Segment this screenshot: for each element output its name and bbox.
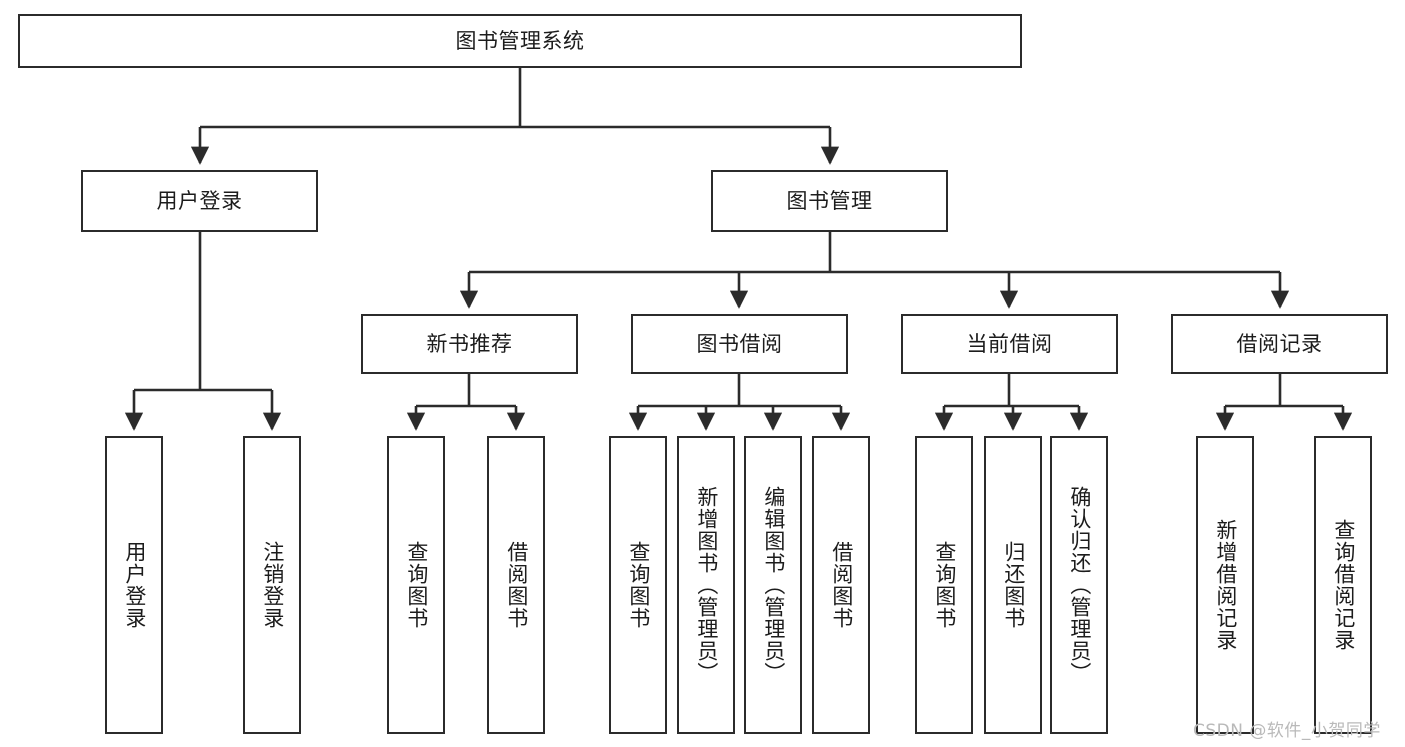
node-user-login[interactable]: 用户登录 — [81, 170, 318, 232]
watermark: CSDN @软件_小贺同学 — [1193, 721, 1381, 741]
node-current-borrow[interactable]: 当前借阅 — [901, 314, 1118, 374]
node-book-borrow-label: 图书借阅 — [696, 331, 783, 356]
node-leaf-query-book-recommend[interactable]: 查询图书 — [387, 436, 445, 734]
node-root[interactable]: 图书管理系统 — [18, 14, 1022, 68]
node-leaf-logout[interactable]: 注销登录 — [243, 436, 301, 734]
node-borrow-record-label: 借阅记录 — [1236, 331, 1323, 356]
node-leaf-borrow-book-recommend[interactable]: 借阅图书 — [487, 436, 545, 734]
node-leaf-query-book-current-label: 查询图书 — [932, 541, 957, 629]
node-new-book-recommend-label: 新书推荐 — [426, 331, 513, 356]
node-leaf-user-login[interactable]: 用户登录 — [105, 436, 163, 734]
node-new-book-recommend[interactable]: 新书推荐 — [361, 314, 578, 374]
node-leaf-edit-book-label: 编辑图书（管理员） — [761, 486, 786, 684]
node-leaf-query-book-current[interactable]: 查询图书 — [915, 436, 973, 734]
node-current-borrow-label: 当前借阅 — [966, 331, 1053, 356]
node-leaf-return-book-label: 归还图书 — [1001, 541, 1026, 629]
node-leaf-query-book-borrow-label: 查询图书 — [626, 541, 651, 629]
node-leaf-logout-label: 注销登录 — [260, 541, 285, 629]
node-leaf-query-book-recommend-label: 查询图书 — [404, 541, 429, 629]
node-leaf-borrow-book-recommend-label: 借阅图书 — [504, 541, 529, 629]
node-leaf-add-book-label: 新增图书（管理员） — [694, 486, 719, 684]
node-leaf-return-book[interactable]: 归还图书 — [984, 436, 1042, 734]
node-book-manage[interactable]: 图书管理 — [711, 170, 948, 232]
node-leaf-confirm-return-label: 确认归还（管理员） — [1067, 486, 1092, 684]
node-borrow-record[interactable]: 借阅记录 — [1171, 314, 1388, 374]
node-leaf-confirm-return[interactable]: 确认归还（管理员） — [1050, 436, 1108, 734]
node-leaf-add-borrow-record[interactable]: 新增借阅记录 — [1196, 436, 1254, 734]
node-book-manage-label: 图书管理 — [786, 188, 873, 213]
node-leaf-borrow-book-label: 借阅图书 — [829, 541, 854, 629]
node-user-login-label: 用户登录 — [156, 188, 243, 213]
node-leaf-borrow-book[interactable]: 借阅图书 — [812, 436, 870, 734]
node-leaf-query-book-borrow[interactable]: 查询图书 — [609, 436, 667, 734]
node-leaf-user-login-label: 用户登录 — [122, 541, 147, 629]
node-leaf-add-borrow-record-label: 新增借阅记录 — [1213, 519, 1238, 651]
node-leaf-edit-book[interactable]: 编辑图书（管理员） — [744, 436, 802, 734]
node-leaf-add-book[interactable]: 新增图书（管理员） — [677, 436, 735, 734]
node-root-label: 图书管理系统 — [455, 28, 585, 53]
node-leaf-query-borrow-record[interactable]: 查询借阅记录 — [1314, 436, 1372, 734]
node-book-borrow[interactable]: 图书借阅 — [631, 314, 848, 374]
node-leaf-query-borrow-record-label: 查询借阅记录 — [1331, 519, 1356, 651]
